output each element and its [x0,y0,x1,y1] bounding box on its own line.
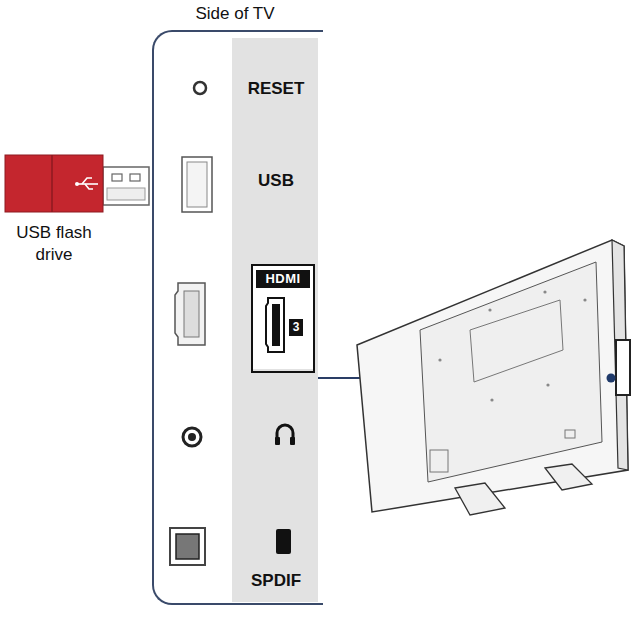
usb-plug-hole [112,174,122,181]
tv-vent [430,450,448,472]
tv-recess [470,300,563,382]
hdmi-icon-inner [272,304,280,346]
hdmi-icon [266,298,284,352]
port-label: USB [232,171,320,191]
flash-drive-seam [51,155,53,212]
usb-logo [76,178,98,189]
headphone-symbol-ear [275,437,280,445]
hdmi-port-inner [184,291,199,337]
tv-stand-foot [455,483,505,515]
headphone-symbol-ear [290,437,295,445]
spdif-port-inner [176,534,199,559]
spdif-symbol [276,529,291,554]
headphone-jack [183,428,201,446]
headphone-jack-hole [188,433,196,441]
spdif-port [170,528,205,565]
hdmi-logo: HDMI [256,270,310,288]
hdmi-port [175,283,205,345]
usb-port [182,157,212,212]
tv-stand-foot [545,464,592,490]
tv-back-panel [420,262,602,482]
usb-logo-dot [75,182,79,186]
tv-back [357,240,628,512]
part-label: USB flash drive [2,222,106,266]
usb-plug-tongue [107,188,145,200]
leader-dot [607,374,616,383]
hdmi-box-ground [251,264,313,369]
usb-plug-hole [130,174,140,181]
usb-port-inner [187,162,207,207]
reset-hole [194,82,206,94]
flash-drive-body [5,155,103,212]
tv-side-ports [616,340,630,395]
tv-label [565,430,575,438]
label-band [232,38,318,602]
figure-title: Side of TV [170,4,300,24]
port-panel: RESET USB SPDIF HDMI 3 [152,30,323,605]
port-number: 3 [289,319,303,336]
port-label: SPDIF [232,571,320,591]
tv-screw-holes [438,290,586,401]
usb-plug [103,167,149,205]
hdmi-box: HDMI 3 [251,264,315,373]
port-label: RESET [232,79,320,99]
